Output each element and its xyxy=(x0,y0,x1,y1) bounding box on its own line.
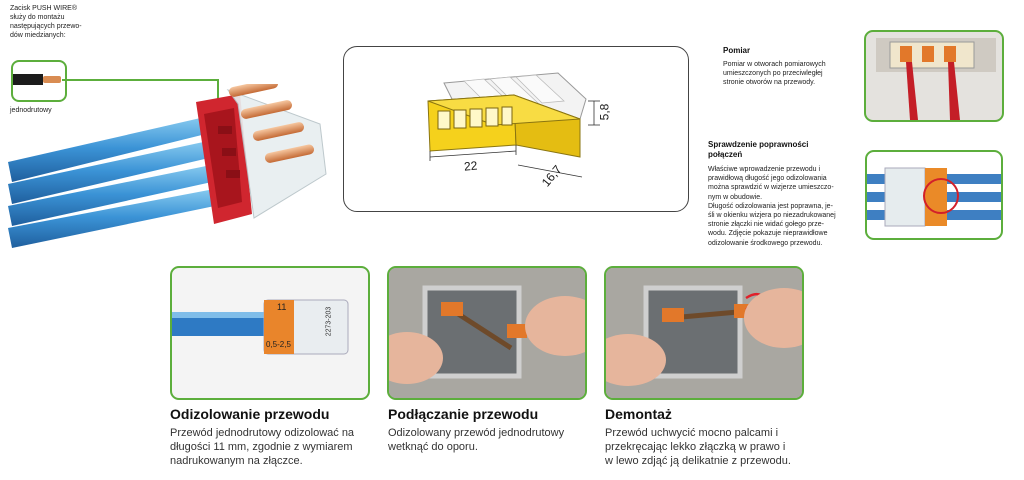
dim-width-label: 22 xyxy=(463,158,478,174)
step-1-line: Przewód jednodrutowy odizolować na xyxy=(170,427,355,439)
pomiar-line: stronie otworów na przewody. xyxy=(723,79,816,86)
dimension-drawing-panel: 22 16,7 5,8 xyxy=(343,46,689,212)
step-3-line: przekręcając lekko złączką w prawo i xyxy=(605,441,786,453)
pomiar-title: Pomiar xyxy=(723,46,751,55)
check-line: odizolowanie środkowego przewodu. xyxy=(708,239,823,247)
pomiar-photo xyxy=(864,30,1004,122)
step-1-text: Przewód jednodrutowy odizolować na długo… xyxy=(170,426,380,468)
step-3-text: Przewód uchwycić mocno palcami i przekrę… xyxy=(605,426,817,468)
check-title: Sprawdzenie poprawności połączeń xyxy=(708,140,858,160)
check-line: nym w obudowie. xyxy=(708,193,763,201)
wire-label: jednodrutowy xyxy=(10,107,52,114)
step-2-line: wetknąć do oporu. xyxy=(388,441,478,453)
step-3-title: Demontaż xyxy=(605,406,672,422)
check-line: można sprawdzić w wizjerze umieszczo- xyxy=(708,184,834,192)
step-3-line: w lewo zdjąć ją delikatnie z przewodu. xyxy=(605,455,791,467)
wire-sample-box xyxy=(11,60,67,102)
check-line: prawidłową długość jego odizolowania xyxy=(708,175,827,183)
step-2-title: Podłączanie przewodu xyxy=(388,406,539,422)
leader-line xyxy=(62,79,219,102)
removal-photo xyxy=(604,266,804,400)
intro-line: służy do montażu xyxy=(10,14,65,21)
intro-line: Zacisk PUSH WIRE® xyxy=(10,5,77,12)
step-3-line: Przewód uchwycić mocno palcami i xyxy=(605,427,779,439)
check-line: śli w okienku wizjera po niezadrukowanej xyxy=(708,212,836,220)
pomiar-line: Pomiar w otworach pomiarowych xyxy=(723,61,826,68)
check-section: Sprawdzenie poprawności połączeń Właściw… xyxy=(708,140,858,248)
step-1-line: nadrukowanym na złączce. xyxy=(170,455,303,467)
pomiar-section: Pomiar Pomiar w otworach pomiarowych umi… xyxy=(723,46,853,87)
connector-dimension-drawing xyxy=(427,72,600,178)
check-title-line: połączeń xyxy=(708,150,743,159)
strip-length-label: 11 xyxy=(277,302,287,312)
dim-height-label: 5,8 xyxy=(597,103,612,121)
check-photo xyxy=(865,150,1003,240)
pomiar-line: umieszczonych po przeciwległej xyxy=(723,70,823,77)
step-1-line: długości 11 mm, zgodnie z wymiarem xyxy=(170,441,353,453)
blue-wires xyxy=(8,114,234,248)
intro-text: Zacisk PUSH WIRE® służy do montażu nastę… xyxy=(10,4,120,40)
step-2-text: Odizolowany przewód jednodrutowy wetknąć… xyxy=(388,426,598,454)
check-line: Właściwe wprowadzenie przewodu i xyxy=(708,166,821,173)
wire-range-label: 0,5-2,5 xyxy=(266,340,291,349)
step-2-line: Odizolowany przewód jednodrutowy xyxy=(388,427,565,439)
strip-wire-photo: 11 2273-203 0,5-2,5 xyxy=(170,266,370,400)
step-1-title: Odizolowanie przewodu xyxy=(170,406,330,422)
solid-wire-icon xyxy=(13,74,61,85)
check-line: wodu. Zdjęcie pokazuje nieprawidłowe xyxy=(708,230,828,238)
connector-with-wires-illustration xyxy=(8,84,327,248)
check-line: Długość odizolowania jest poprawna, je- xyxy=(708,202,833,210)
check-title-line: Sprawdzenie poprawności xyxy=(708,140,809,149)
check-line: stronie złączki nie widać gołego prze- xyxy=(708,221,824,229)
connect-wire-photo xyxy=(387,266,587,400)
part-number-label: 2273-203 xyxy=(325,306,333,337)
intro-line: następujących przewo- xyxy=(10,23,82,30)
intro-line: dów miedzianych: xyxy=(10,32,66,39)
